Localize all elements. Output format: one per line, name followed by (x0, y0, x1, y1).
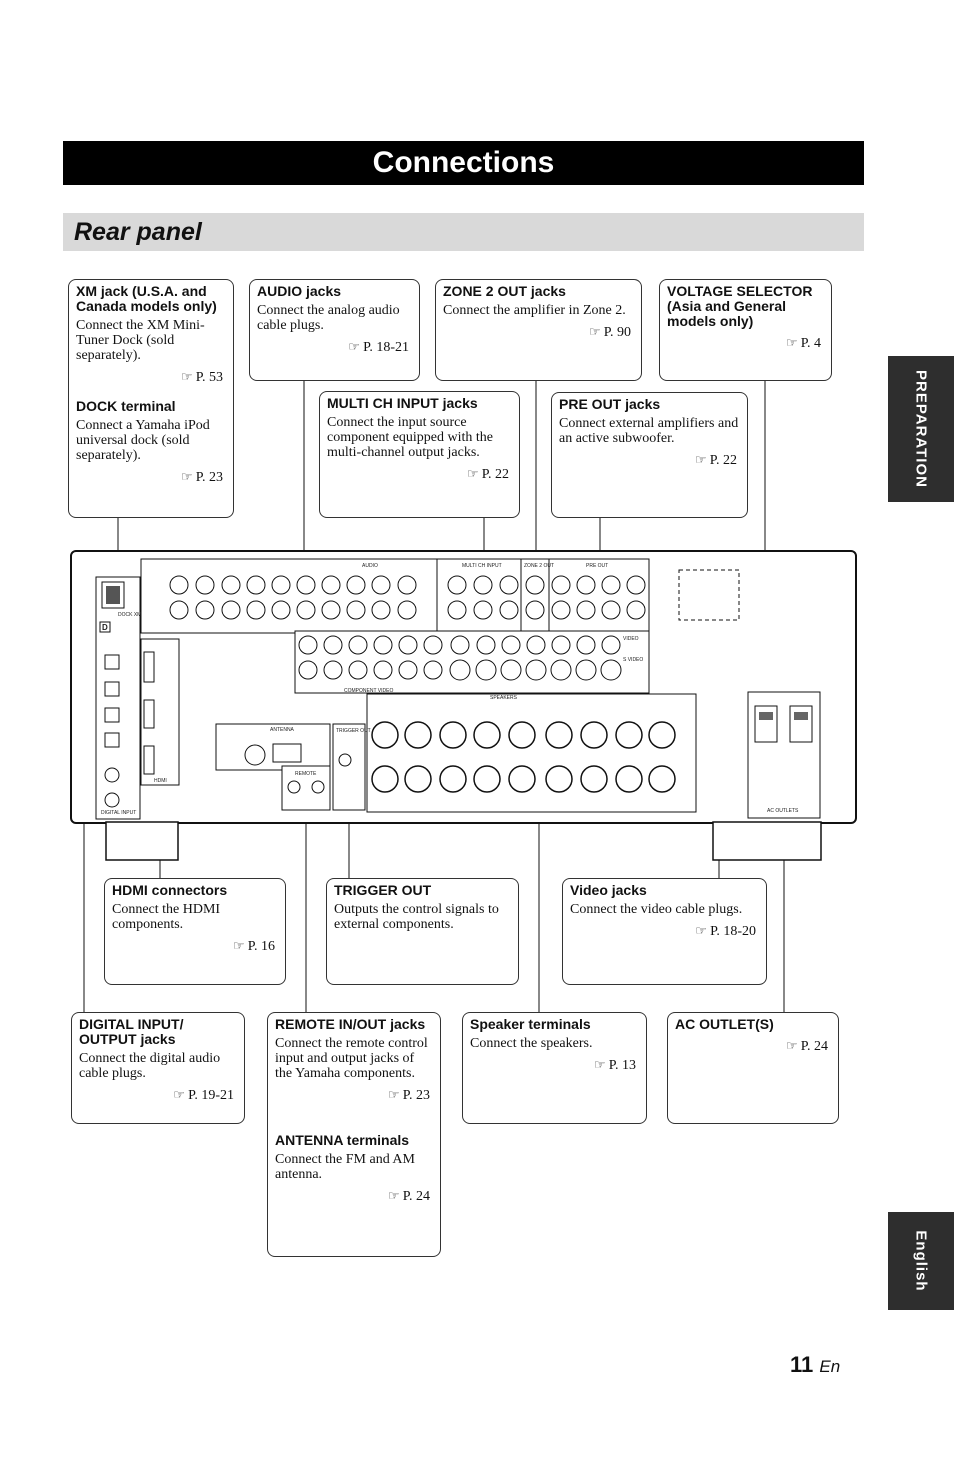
zone2-heading: ZONE 2 OUT jacks (443, 283, 566, 299)
hdmi-text: Connect the HDMI components. (112, 902, 221, 932)
trigger-heading: TRIGGER OUT (334, 882, 432, 898)
pre-out-heading: PRE OUT jacks (559, 396, 661, 412)
voltage-ref[interactable]: P. 4 (667, 335, 825, 351)
page-number-value: 11 (790, 1352, 814, 1377)
callout-zone2-out: ZONE 2 OUT jacks Connect the amplifier i… (435, 279, 642, 381)
digital-heading: DIGITAL INPUT/ OUTPUT jacks (79, 1016, 184, 1047)
side-tab-preparation[interactable]: PREPARATION (888, 356, 954, 502)
callout-speaker: Speaker terminals Connect the speakers. … (462, 1012, 647, 1124)
svg-text:D: D (102, 623, 108, 632)
antenna-heading: ANTENNA terminals (275, 1132, 410, 1148)
side-tab-english[interactable]: English (888, 1212, 954, 1310)
voltage-heading: VOLTAGE SELECTOR (Asia and General model… (667, 283, 813, 329)
remote-heading: REMOTE IN/OUT jacks (275, 1016, 426, 1032)
audio-jacks-ref[interactable]: P. 18-21 (257, 339, 413, 355)
panel-label-pre-out: PRE OUT (586, 563, 608, 569)
hdmi-ref[interactable]: P. 16 (112, 938, 279, 954)
hdmi-heading: HDMI connectors (112, 882, 228, 898)
page-lang: En (819, 1357, 841, 1376)
callout-ac-outlet: AC OUTLET(S) P. 24 (667, 1012, 839, 1124)
callout-trigger-out: TRIGGER OUT Outputs the control signals … (326, 878, 519, 985)
remote-ref[interactable]: P. 23 (275, 1087, 434, 1103)
dock-terminal-text: Connect a Yamaha iPod universal dock (so… (76, 418, 210, 463)
callout-hdmi: HDMI connectors Connect the HDMI compone… (104, 878, 286, 985)
multi-ch-heading: MULTI CH INPUT jacks (327, 395, 478, 411)
speaker-heading: Speaker terminals (470, 1016, 591, 1032)
digital-text: Connect the digital audio cable plugs. (79, 1051, 221, 1081)
panel-label-video: VIDEO (623, 636, 639, 642)
zone2-text: Connect the amplifier in Zone 2. (443, 303, 626, 318)
speaker-text: Connect the speakers. (470, 1036, 593, 1051)
pre-out-text: Connect external amplifiers and an activ… (559, 416, 739, 446)
pre-out-ref[interactable]: P. 22 (559, 452, 741, 468)
panel-label-component-video: COMPONENT VIDEO (344, 688, 393, 694)
callout-pre-out: PRE OUT jacks Connect external amplifier… (551, 392, 748, 518)
panel-label-antenna: ANTENNA (270, 727, 295, 733)
callout-digital-io: DIGITAL INPUT/ OUTPUT jacks Connect the … (71, 1012, 245, 1124)
xm-jack-ref[interactable]: P. 53 (76, 369, 227, 385)
panel-label-ac-outlets: AC OUTLETS (767, 808, 799, 814)
video-ref[interactable]: P. 18-20 (570, 923, 760, 939)
callout-video-jacks: Video jacks Connect the video cable plug… (562, 878, 767, 985)
antenna-ref[interactable]: P. 24 (275, 1188, 434, 1204)
panel-label-s-video: S VIDEO (623, 657, 643, 663)
panel-label-trigger: TRIGGER OUT (336, 728, 371, 734)
multi-ch-text: Connect the input source component equip… (327, 415, 494, 460)
speaker-ref[interactable]: P. 13 (470, 1057, 640, 1073)
xm-jack-heading: XM jack (U.S.A. and Canada models only) (76, 283, 217, 314)
remote-text: Connect the remote control input and out… (275, 1036, 428, 1081)
ac-outlet-ref[interactable]: P. 24 (675, 1038, 832, 1054)
callout-remote-antenna: REMOTE IN/OUT jacks Connect the remote c… (267, 1012, 441, 1257)
page-number: 11 En (790, 1352, 840, 1378)
dock-terminal-heading: DOCK terminal (76, 398, 176, 414)
callout-xm-dock: XM jack (U.S.A. and Canada models only) … (68, 279, 234, 518)
panel-label-zone2: ZONE 2 OUT (524, 563, 554, 569)
page-title: Connections (63, 141, 864, 185)
panel-label-dock-xm: DOCK XM (118, 612, 141, 618)
callout-audio-jacks: AUDIO jacks Connect the analog audio cab… (249, 279, 420, 381)
panel-label-remote: REMOTE (295, 771, 317, 777)
panel-label-hdmi: HDMI (154, 778, 167, 784)
dock-terminal-ref[interactable]: P. 23 (76, 469, 227, 485)
callout-multi-ch-input: MULTI CH INPUT jacks Connect the input s… (319, 391, 520, 518)
panel-label-multi-ch: MULTI CH INPUT (462, 563, 502, 569)
trigger-text: Outputs the control signals to external … (334, 902, 499, 932)
audio-jacks-text: Connect the analog audio cable plugs. (257, 303, 400, 333)
video-heading: Video jacks (570, 882, 647, 898)
ac-outlet-heading: AC OUTLET(S) (675, 1016, 774, 1032)
section-title: Rear panel (63, 213, 864, 251)
antenna-text: Connect the FM and AM antenna. (275, 1152, 415, 1182)
callout-voltage-selector: VOLTAGE SELECTOR (Asia and General model… (659, 279, 832, 381)
panel-label-digital-input: DIGITAL INPUT (101, 810, 136, 816)
digital-ref[interactable]: P. 19-21 (79, 1087, 238, 1103)
audio-jacks-heading: AUDIO jacks (257, 283, 342, 299)
panel-label-audio: AUDIO (362, 563, 378, 569)
video-text: Connect the video cable plugs. (570, 902, 743, 917)
xm-jack-text: Connect the XM Mini-Tuner Dock (sold sep… (76, 318, 205, 363)
panel-label-speakers: SPEAKERS (490, 695, 518, 701)
multi-ch-ref[interactable]: P. 22 (327, 466, 513, 482)
zone2-ref[interactable]: P. 90 (443, 324, 635, 340)
